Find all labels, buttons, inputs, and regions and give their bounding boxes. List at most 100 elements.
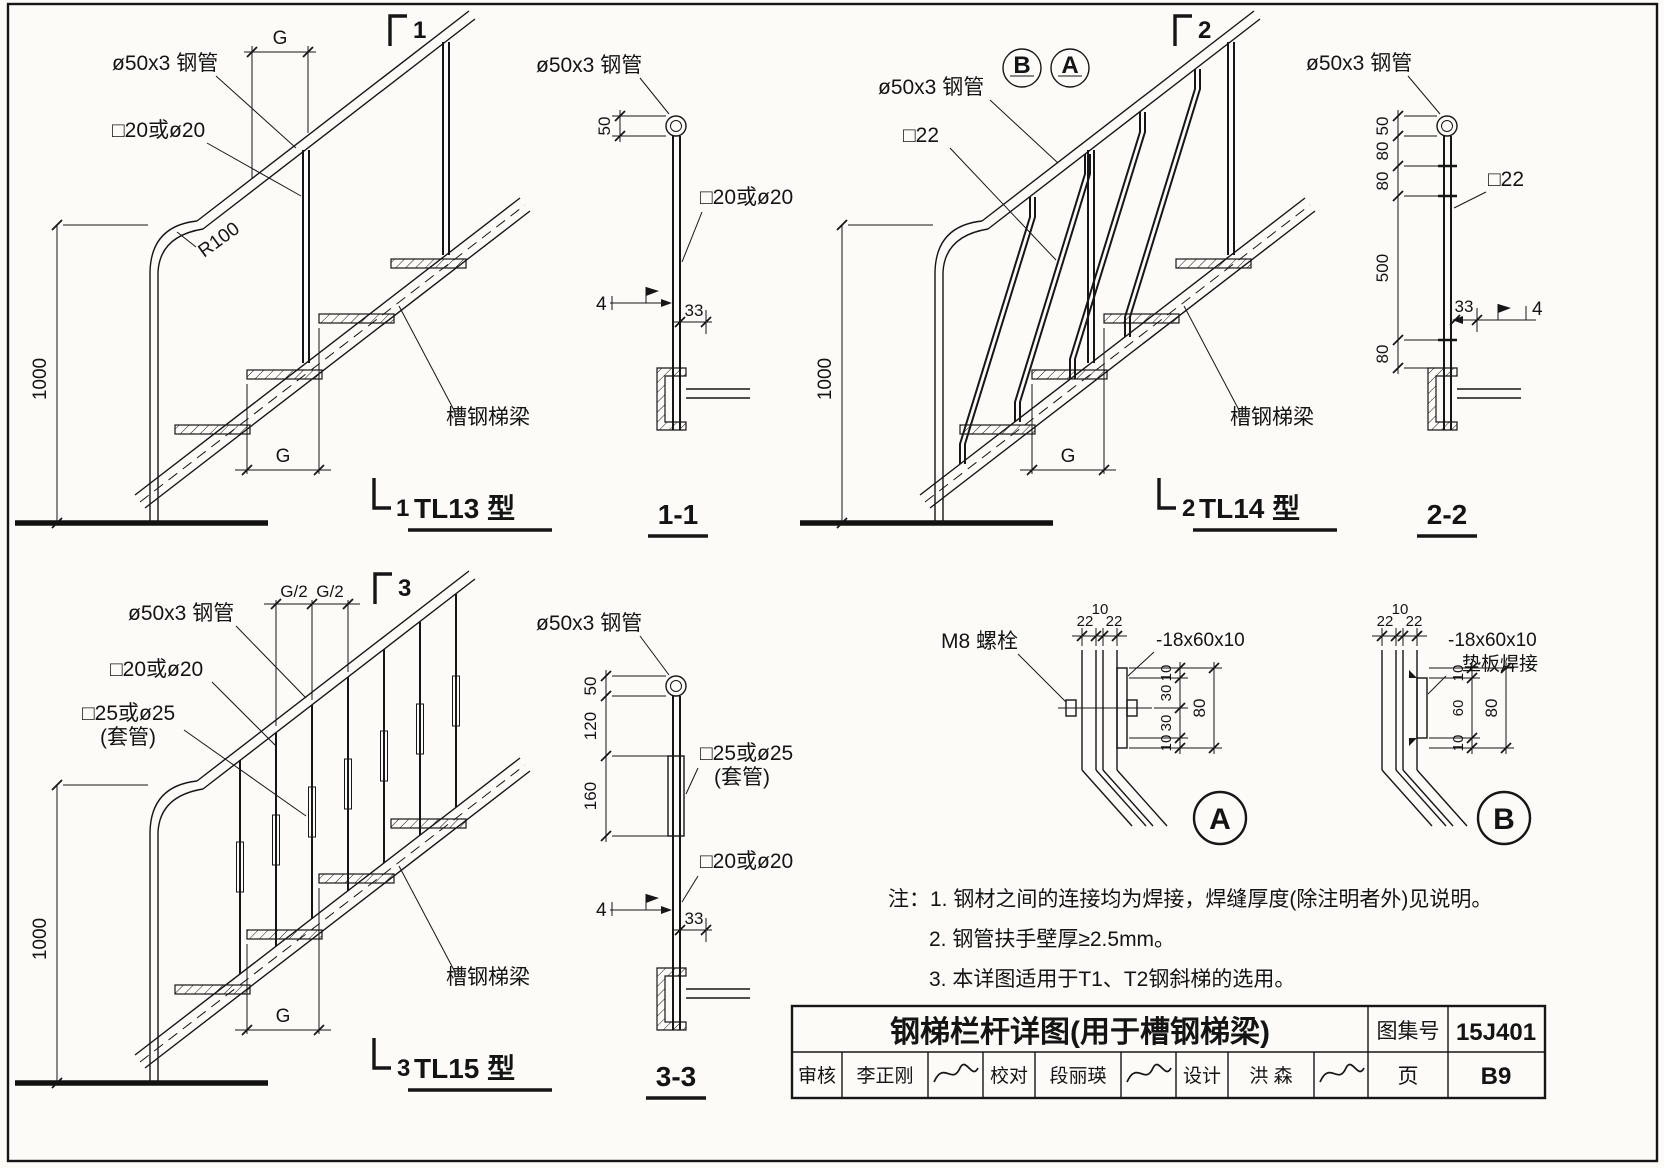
page-no: B9 [1481, 1063, 1512, 1090]
detail-a-dim-r1: 10 [1158, 665, 1175, 682]
tl15-baluster-label: □20或ø20 [110, 658, 203, 681]
tl13-treads [174, 258, 467, 435]
tl15-section-mark-bottom [372, 1038, 391, 1070]
tl15-beam-leader [398, 865, 456, 973]
detail-b-plate-leader [1427, 675, 1447, 695]
sec22-pipe-label: ø50x3 钢管 [1306, 52, 1412, 75]
detail-b-dim-22b: 22 [1406, 613, 1423, 630]
tl14-handrail [981, 10, 1255, 222]
tl15-dim-g-label: G [276, 1006, 291, 1027]
tl14-title: TL14 型 [1199, 493, 1300, 524]
sec11-weld-flag-icon [646, 287, 659, 296]
sec22-channel-beam [1427, 367, 1458, 431]
tl13-title: TL13 型 [414, 493, 515, 524]
tl14-beam-leader [1183, 305, 1241, 413]
sec33-dim-33-label: 33 [685, 909, 704, 928]
designer-signature [1319, 1063, 1365, 1083]
sec33-weld-flag-icon [646, 894, 659, 903]
tl14-dim-g-label: G [1061, 446, 1076, 467]
sec22-bar-label: □22 [1488, 168, 1524, 191]
sec11-pipe-label: ø50x3 钢管 [536, 54, 642, 77]
tl14-section-mark-bottom [1157, 478, 1176, 510]
tl13-radius-leader [176, 231, 197, 248]
note-line-2: 2. 钢管扶手壁厚≥2.5mm。 [929, 928, 1175, 951]
detail-b-plate [1416, 677, 1428, 739]
tl13-dim-g-top-label: G [273, 28, 288, 49]
checker-name: 段丽瑛 [1049, 1065, 1106, 1087]
tl13-dim-g-bottom-label: G [276, 446, 291, 467]
tl15-sleeves [236, 675, 460, 893]
tl15-beam-label: 槽钢梯梁 [446, 966, 530, 989]
detail-b-plate-label-1: -18x60x10 [1448, 630, 1537, 651]
sheet-border [6, 2, 1659, 1163]
detail-a-letter: A [1209, 803, 1231, 836]
tl13-baluster-label: □20或ø20 [112, 119, 205, 142]
section-2-2: 50 80 80 500 80 ø50x3 钢管 □22 33 4 2-2 [1306, 52, 1543, 538]
tl14-bar-leader [949, 147, 1057, 261]
tl13-pipe-label: ø50x3 钢管 [112, 52, 218, 75]
detail-b-dim-22a: 22 [1377, 613, 1394, 630]
sec22-pipe-section [1436, 115, 1458, 137]
sec33-dim-160: 160 [581, 782, 600, 810]
note-line-1: 注：1. 钢材之间的连接均为焊接，焊缝厚度(除注明者外)见说明。 [888, 888, 1492, 911]
sec11-weld-symbol: 4 [596, 287, 672, 315]
sec22-dim-33-label: 33 [1455, 297, 1474, 316]
tl14-elevation: B A ø50x3 钢管 □22 1000 G 槽钢梯梁 2 2 TL14 型 [800, 10, 1337, 532]
tl14-treads [959, 258, 1252, 435]
sec11-dim-33: 33 [674, 301, 712, 334]
detail-a-bolt [1058, 699, 1152, 717]
tl13-baluster-leader [206, 142, 302, 197]
sec33-pipe-section [665, 675, 687, 697]
atlas-no-label: 图集号 [1377, 1020, 1440, 1043]
tl13-dim-1000: 1000 [30, 219, 148, 529]
detail-b-dims-right: 10 60 10 80 [1429, 662, 1514, 754]
tl15-dim-1000: 1000 [30, 779, 148, 1089]
tl15-pipe-label: ø50x3 钢管 [128, 602, 234, 625]
sec22-dim-80b: 80 [1373, 172, 1392, 191]
sec33-sleeve-label-1: □25或ø25 [700, 742, 793, 765]
sec11-baluster-label: □20或ø20 [700, 186, 793, 209]
tl15-baluster-leader [211, 681, 276, 746]
tl14-pipe-leader [989, 99, 1059, 164]
tl15-balusters [239, 594, 457, 974]
sec33-channel-beam [656, 967, 687, 1031]
detail-b-plate-label-2: 垫板焊接 [1462, 653, 1538, 675]
reviewer-signature [933, 1063, 979, 1083]
tl15-dim-g-bottom: G [235, 888, 331, 1036]
tl14-dim-1000-label: 1000 [815, 358, 836, 400]
sec11-pipe-leader [639, 77, 670, 115]
sec11-channel-beam [656, 367, 687, 431]
sec33-sleeve-label-2: (套管) [714, 766, 770, 789]
tl14-pipe-label: ø50x3 钢管 [878, 76, 984, 99]
tl14-section-mark-top [1173, 14, 1192, 46]
detail-a: 22 10 22 M8 螺栓 -18x60x10 10 30 30 10 80 … [941, 601, 1248, 846]
sec11-pipe-section [665, 115, 687, 137]
tl13-dim-1000-label: 1000 [30, 358, 51, 400]
tl13-dim-g-top: G [244, 28, 316, 178]
bubble-a-letter: A [1061, 52, 1078, 79]
tl14-section-no-top: 2 [1198, 17, 1211, 44]
tl14-beam-label: 槽钢梯梁 [1230, 406, 1314, 429]
sec33-weld-size: 4 [596, 900, 607, 921]
detail-b-dim-80: 80 [1482, 699, 1501, 718]
reviewer-name: 李正刚 [856, 1065, 913, 1087]
sec33-title: 3-3 [656, 1061, 696, 1092]
tl13-section-mark-bottom [372, 478, 391, 510]
tl13-dim-g-bottom: G [235, 328, 331, 476]
tl15-dim-g2: G/2 G/2 [264, 582, 360, 726]
tl15-section-no-bottom: 3 [397, 1055, 410, 1082]
tl13-radius-label: R100 [195, 218, 244, 262]
sec33-pipe-label: ø50x3 钢管 [536, 612, 642, 635]
sec22-dim-chain: 50 80 80 500 80 [1373, 110, 1438, 374]
sec33-pipe-leader [639, 635, 670, 676]
sec33-sleeve [667, 755, 685, 837]
detail-a-bubble [1192, 790, 1248, 846]
sec22-dim-500: 500 [1373, 254, 1392, 282]
sec11-dim-33-label: 33 [685, 301, 704, 320]
tl14-stringer [919, 197, 1316, 509]
sec11-baluster-leader [681, 211, 703, 263]
detail-a-dim-r2: 30 [1158, 685, 1175, 702]
detail-bubble-b: B [1002, 48, 1042, 88]
